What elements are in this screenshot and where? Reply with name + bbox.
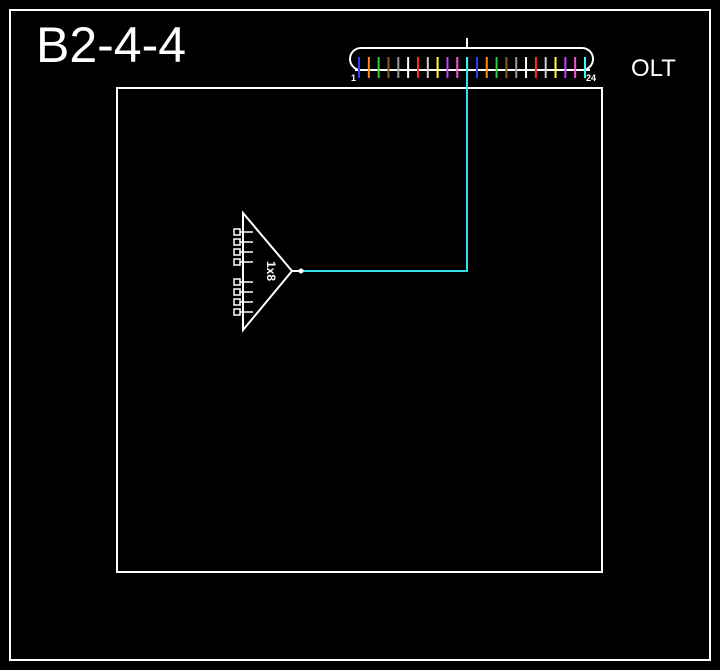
olt-label: OLT bbox=[631, 55, 676, 82]
building-outline bbox=[116, 87, 603, 573]
fiber-start-label: 1 bbox=[351, 73, 356, 83]
feeder-cable bbox=[301, 70, 468, 272]
splitter-symbol bbox=[242, 210, 294, 333]
splitter-input-port bbox=[298, 268, 304, 274]
splitter-port-7 bbox=[233, 298, 241, 306]
fiber-strip bbox=[358, 57, 586, 78]
outer-border bbox=[9, 9, 711, 661]
splitter-port-8 bbox=[233, 308, 241, 316]
page-title: B2-4-4 bbox=[36, 17, 187, 73]
splitter-port-2 bbox=[233, 238, 241, 246]
splitter-output-ports bbox=[233, 228, 253, 316]
splitter-port-6 bbox=[233, 288, 241, 296]
fiber-strip-housing bbox=[349, 47, 594, 71]
splitter-port-5 bbox=[233, 278, 241, 286]
splitter-port-3 bbox=[233, 248, 241, 256]
splitter-port-1 bbox=[233, 228, 241, 236]
splitter-port-4 bbox=[233, 258, 241, 266]
splitter-label: 1x8 bbox=[264, 261, 278, 281]
fiber-end-label: 24 bbox=[586, 73, 596, 83]
